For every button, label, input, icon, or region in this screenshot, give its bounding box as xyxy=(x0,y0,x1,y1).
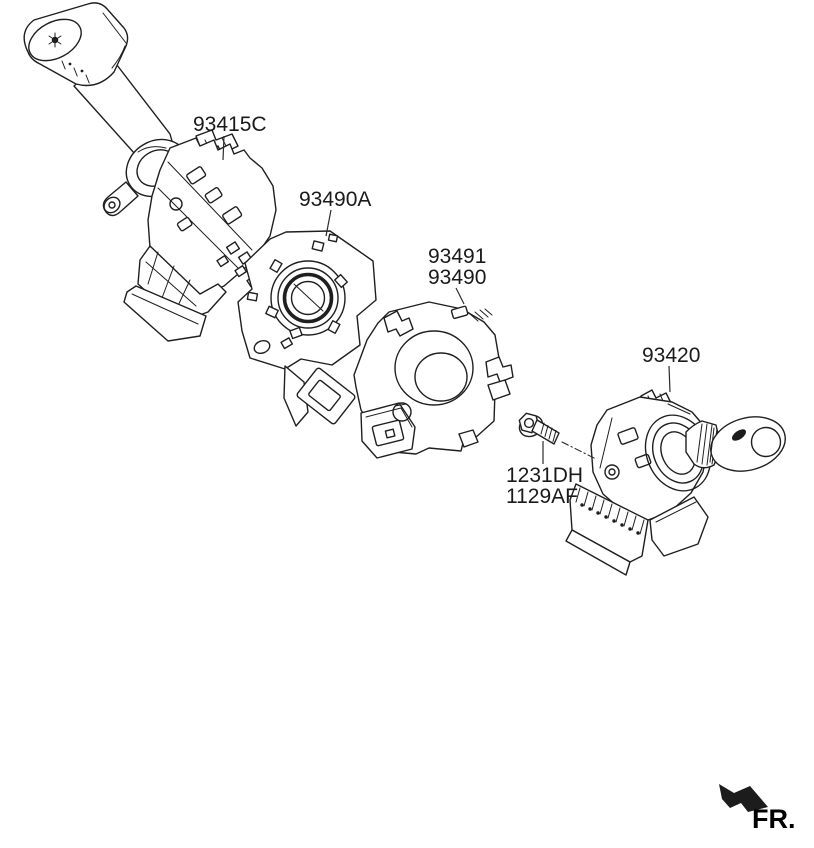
part-label-93491: 93491 xyxy=(428,245,486,268)
part-label-93415C: 93415C xyxy=(193,113,267,136)
part-label-93490: 93490 xyxy=(428,266,486,289)
leader-line-93420 xyxy=(668,365,671,393)
bolt-drawing xyxy=(518,412,597,460)
part-label-1231DH: 1231DH xyxy=(506,464,583,487)
part-drawing-93420 xyxy=(565,389,786,576)
leader-line-93415C xyxy=(222,135,225,161)
part-drawing-93415C xyxy=(23,2,277,342)
leader-line-93490 xyxy=(455,287,465,305)
part-drawing-93490-cover xyxy=(353,301,514,459)
front-marker-label: FR. xyxy=(752,804,796,834)
part-drawing-93490A xyxy=(237,230,377,427)
part-label-1129AF: 1129AF xyxy=(506,485,578,508)
part-label-93490A: 93490A xyxy=(299,188,371,211)
part-label-93420: 93420 xyxy=(642,344,700,367)
front-arrow-icon xyxy=(719,784,768,812)
front-direction-marker: FR. xyxy=(719,784,796,834)
leader-line-93490A xyxy=(325,209,332,237)
